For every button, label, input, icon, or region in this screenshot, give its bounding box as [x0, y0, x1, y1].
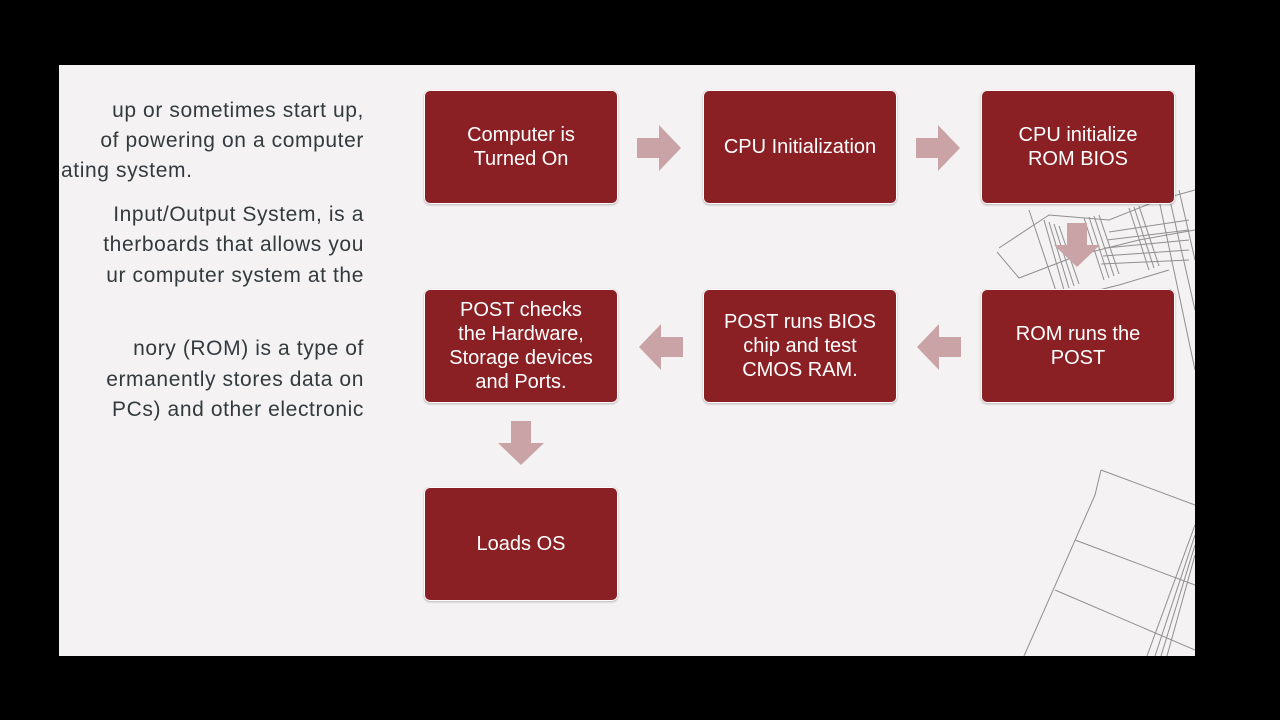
arrow-left-icon — [917, 324, 961, 370]
flow-step-post-checks-hardware: POST checks the Hardware, Storage device… — [424, 289, 618, 403]
flow-step-post-runs-bios: POST runs BIOS chip and test CMOS RAM. — [703, 289, 897, 403]
flow-step-loads-os: Loads OS — [424, 487, 618, 601]
paragraph-3-line-1: nory (ROM) is a type of — [133, 337, 364, 360]
arrow-left-icon — [639, 324, 683, 370]
paragraph-1-line-3: ating system. — [61, 159, 193, 182]
slide: up or sometimes start up, of powering on… — [59, 65, 1195, 656]
flow-step-rom-runs-post: ROM runs the POST — [981, 289, 1175, 403]
arrow-down-icon — [498, 421, 544, 465]
sketch-decoration-top — [996, 189, 1195, 371]
paragraph-2-line-2: therboards that allows you — [103, 233, 364, 256]
flow-step-computer-turned-on: Computer is Turned On — [424, 90, 618, 204]
arrow-down-icon — [1054, 223, 1100, 267]
sketch-decoration-bottom — [1023, 469, 1195, 656]
paragraph-3-line-2: ermanently stores data on — [106, 368, 364, 391]
arrow-right-icon — [916, 125, 960, 171]
flow-step-cpu-initialization: CPU Initialization — [703, 90, 897, 204]
paragraph-2-line-3: ur computer system at the — [106, 264, 364, 287]
paragraph-1-line-1: up or sometimes start up, — [112, 99, 364, 122]
paragraph-2-line-1: Input/Output System, is a — [113, 203, 364, 226]
arrow-right-icon — [637, 125, 681, 171]
paragraph-1-line-2: of powering on a computer — [100, 129, 364, 152]
left-text-column: up or sometimes start up, of powering on… — [59, 65, 364, 656]
paragraph-3-line-3: PCs) and other electronic — [112, 398, 364, 421]
flow-step-cpu-initialize-rom-bios: CPU initialize ROM BIOS — [981, 90, 1175, 204]
